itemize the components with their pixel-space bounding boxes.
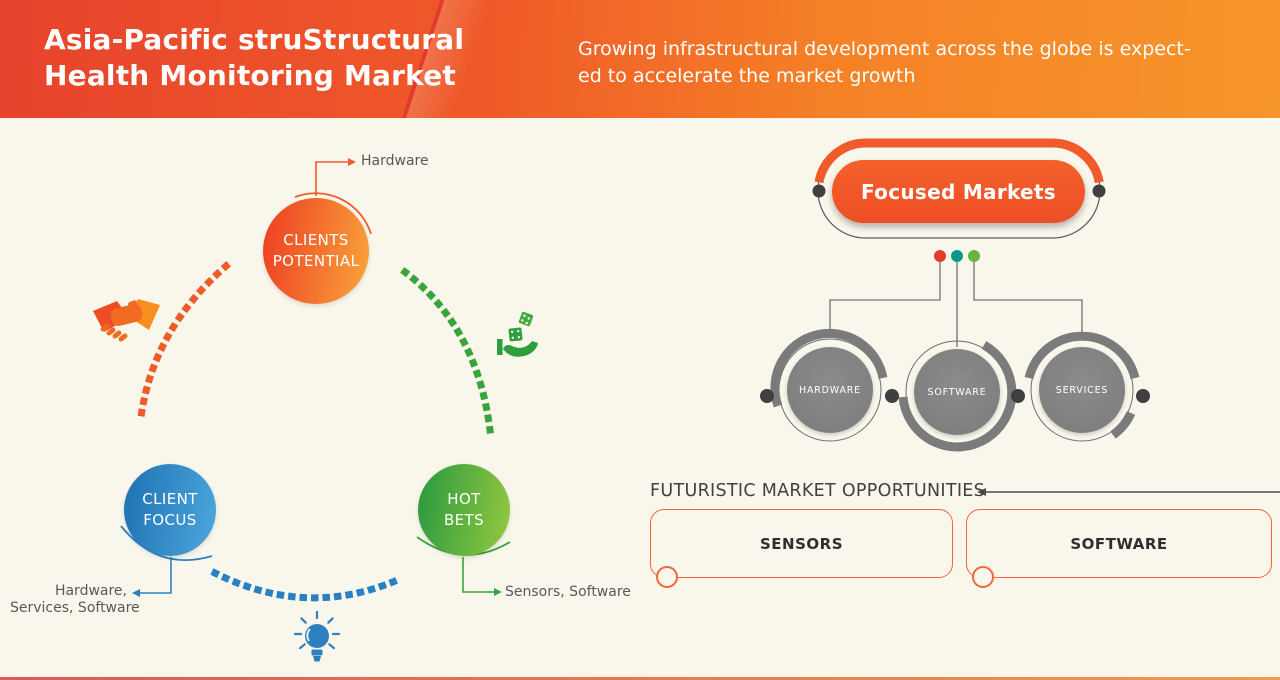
segment-software-label: SOFTWARE — [927, 386, 987, 398]
lightbulb-icon — [293, 610, 341, 662]
page-title: Asia-Pacific struStructural Health Monit… — [44, 23, 465, 92]
client-focus-callout-line — [132, 557, 172, 597]
opportunity-sensors-label: SENSORS — [759, 534, 843, 553]
segment-side-dot — [1011, 389, 1025, 403]
callout-client-focus: Hardware, Services, Software — [10, 583, 140, 617]
segment-circle-services: SERVICES — [1039, 347, 1125, 433]
opportunities-arrow — [977, 488, 1280, 496]
handshake-icon — [93, 299, 160, 342]
orange-dotted-arc — [137, 261, 231, 421]
bubble-clients-potential-line2: POTENTIAL — [272, 252, 360, 270]
opportunity-software-label: SOFTWARE — [1070, 534, 1168, 553]
callout-client-focus-line1: Hardware, — [54, 583, 127, 599]
clients-potential-callout-line — [315, 158, 356, 196]
header-banner: Asia-Pacific struStructural Health Monit… — [0, 0, 1280, 118]
branch-dot-teal — [951, 250, 963, 262]
callout-client-focus-line2: Services, Software — [10, 600, 140, 616]
segment-rings — [760, 328, 1150, 452]
bubble-hot-bets-line2: BETS — [443, 511, 485, 529]
page-subtitle-line2: ed to accelerate the market growth — [578, 65, 916, 87]
segment-circle-software: SOFTWARE — [914, 349, 1000, 435]
pill-right-dot — [1092, 184, 1106, 198]
opportunity-box-sensors: SENSORS — [650, 509, 953, 578]
callout-hardware: Hardware — [361, 153, 429, 169]
bubble-hot-bets-line1: HOT — [447, 490, 481, 508]
branch-dot-green — [968, 250, 980, 262]
client-focus-accent-arc — [120, 525, 213, 562]
blue-dotted-arc — [210, 568, 407, 602]
callout-hot-bets: Sensors, Software — [505, 584, 631, 600]
focused-markets-label: Focused Markets — [861, 179, 1056, 204]
sensors-corner-ring — [656, 566, 678, 588]
bubble-clients-potential: CLIENTS POTENTIAL — [263, 198, 369, 304]
branch-dots — [934, 250, 980, 262]
branch-dot-red — [934, 250, 946, 262]
segment-services-label: SERVICES — [1055, 384, 1109, 396]
segment-hardware-label: HARDWARE — [799, 384, 861, 396]
focused-markets-pill: Focused Markets — [832, 160, 1085, 223]
bubble-client-focus-line2: FOCUS — [143, 511, 197, 529]
bubble-client-focus-line1: CLIENT — [142, 490, 198, 508]
page-subtitle-line1: Growing infrastructural development acro… — [578, 38, 1191, 60]
hot-bets-callout-line — [462, 557, 502, 596]
bubble-clients-potential-line1: CLIENTS — [283, 231, 349, 249]
branch-lines — [829, 262, 1083, 347]
segment-side-dot — [885, 389, 899, 403]
opportunity-box-software: SOFTWARE — [966, 509, 1272, 578]
bubble-hot-bets: HOT BETS — [418, 464, 510, 556]
segment-side-dot — [760, 389, 774, 403]
opportunities-heading: FUTURISTIC MARKET OPPORTUNITIES — [650, 481, 986, 501]
green-dotted-arc — [400, 267, 494, 434]
page-subtitle: Growing infrastructural development acro… — [578, 36, 1191, 90]
dice-hand-icon — [497, 311, 538, 357]
software-corner-ring — [972, 566, 994, 588]
segment-circle-hardware: HARDWARE — [787, 347, 873, 433]
focused-markets-outline — [812, 138, 1106, 239]
segment-side-dot — [1136, 389, 1150, 403]
bottom-accent-line — [0, 677, 1280, 680]
pill-left-dot — [812, 184, 826, 198]
clients-potential-accent-arc — [294, 192, 372, 235]
bubble-client-focus: CLIENT FOCUS — [124, 464, 216, 556]
